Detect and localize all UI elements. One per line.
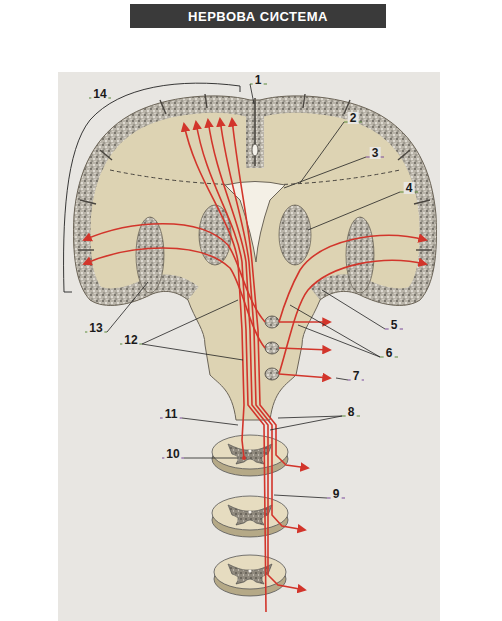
callout-holder: 4: [404, 178, 415, 196]
callout-number: 7: [351, 370, 362, 382]
cerebral-cortex: [74, 96, 437, 306]
caudate-nucleus: [279, 205, 311, 265]
leader-line: [308, 192, 400, 230]
leader-line: [270, 416, 342, 430]
underlines: [85, 84, 418, 498]
callout-number: 2: [348, 112, 359, 124]
sulcus: [414, 200, 430, 204]
callout-number: 5: [389, 319, 400, 331]
callout-number: 11: [163, 408, 180, 420]
sulcus: [398, 150, 410, 160]
callout-holder: 6: [384, 343, 395, 361]
sulcus: [303, 94, 305, 108]
central-canal: [249, 511, 252, 514]
sulcus: [416, 249, 432, 250]
nerve-fibre: [84, 248, 265, 348]
leaders: [107, 84, 400, 498]
callout-number: 13: [87, 322, 104, 334]
leader-line: [336, 378, 348, 380]
nerve-fibre: [220, 119, 305, 530]
central-canal: [249, 570, 252, 573]
medial-cortex: [246, 96, 264, 168]
leader-line: [142, 300, 238, 344]
sulcus: [78, 249, 94, 250]
gray-matter: [228, 444, 272, 464]
leader-line: [250, 84, 254, 104]
sulcus: [100, 150, 112, 160]
leader-line: [284, 157, 366, 188]
spinal-section: [214, 555, 286, 596]
leader-line: [298, 325, 380, 357]
callout-holder: 2: [348, 108, 359, 126]
callout-number: 4: [404, 182, 415, 194]
section-face: [212, 496, 288, 530]
sulcus: [160, 100, 166, 114]
nerve-fibre: [279, 260, 426, 374]
nerve-fibre: [208, 120, 305, 590]
callout-holder: 5: [389, 315, 400, 333]
leader-line: [107, 282, 148, 332]
callout-holder: 13: [87, 318, 104, 336]
section-face: [214, 555, 286, 589]
sulcus: [205, 94, 207, 108]
leader-line: [142, 344, 243, 360]
callout-holder: 7: [351, 366, 362, 384]
pyramidal-tract: [184, 119, 308, 612]
callout-holder: 14: [91, 84, 108, 102]
lentiform-nucleus: [136, 217, 164, 293]
bracket: [64, 83, 240, 292]
leader-line: [182, 418, 238, 425]
callout-holder: 12: [122, 330, 139, 348]
lentiform-nucleus: [346, 217, 374, 293]
banner-title: НЕРВОВА СИСТЕМА: [188, 9, 328, 24]
cranial-nerve-nucleus: [265, 342, 279, 354]
title-holder: НЕРВОВА СИСТЕМА: [130, 4, 386, 28]
title-banner: [130, 4, 386, 28]
corticobulbar-tract: [84, 224, 426, 378]
callout-number: 8: [346, 406, 357, 418]
callout-holder: 11: [163, 404, 180, 422]
callout-number: 10: [164, 448, 181, 460]
nerve-fibre: [279, 374, 330, 378]
callout-number: 6: [384, 347, 395, 359]
nerve-fibre: [279, 321, 330, 323]
fissure-gap: [252, 144, 258, 156]
leader-line: [184, 458, 238, 459]
callout-holder: 8: [346, 402, 357, 420]
leader-line: [322, 290, 385, 329]
leader-line: [274, 495, 327, 498]
nerve-fibre: [84, 224, 265, 322]
fibre-end: [242, 456, 246, 460]
callout-holder: 9: [331, 484, 342, 502]
sulcus: [80, 200, 96, 204]
callout-holder: 10: [164, 444, 181, 462]
nerve-fibre: [279, 348, 330, 350]
callout-number: 9: [331, 488, 342, 500]
callout-number: 3: [370, 147, 381, 159]
central-canal: [249, 450, 252, 453]
callout-holder: 1: [253, 70, 264, 88]
callout-number: 14: [91, 88, 108, 100]
spinal-section: [212, 496, 288, 537]
nerve-fibre: [184, 124, 244, 458]
callout-number: 12: [122, 334, 139, 346]
callout-holder: 3: [370, 143, 381, 161]
nerve-fibre: [232, 119, 308, 468]
figure-panel: [58, 72, 440, 621]
cranial-nerve-nucleus: [265, 368, 279, 380]
leader-line: [290, 305, 380, 357]
cranial-nerve-nucleus: [265, 316, 279, 328]
callout-number: 1: [253, 74, 264, 86]
